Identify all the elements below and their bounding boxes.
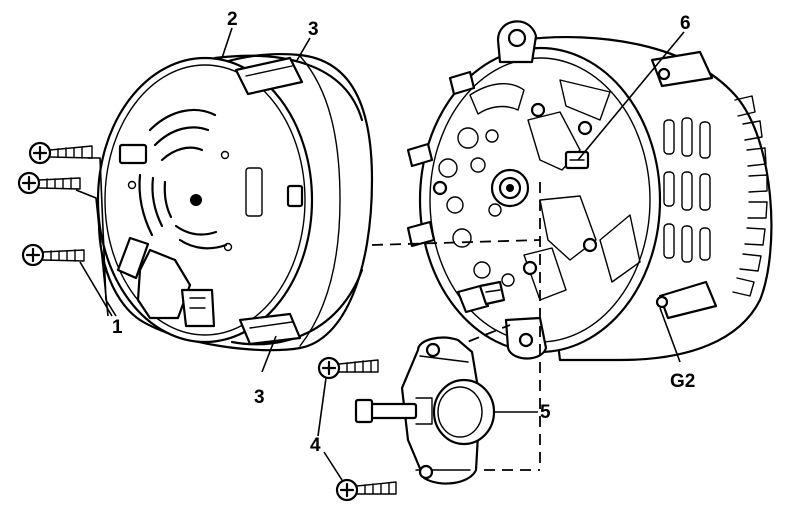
rear-face-openings [438, 79, 641, 287]
cover-clip-side [286, 184, 304, 208]
stator-fins [732, 95, 768, 297]
housing-vents [663, 117, 711, 263]
end-cover [96, 53, 374, 352]
callout-alternator: G2 [670, 371, 696, 392]
callout-cover-clip-bottom: 3 [254, 387, 265, 408]
regulator-screws [317, 356, 397, 502]
cover-clip-top [234, 56, 304, 96]
callout-regulator-screws: 4 [310, 435, 321, 456]
cover-screw-top [28, 141, 93, 165]
alternator-body [371, 20, 773, 471]
cover-vent-slots [138, 108, 228, 250]
diode-plate [564, 150, 590, 170]
cover-clip-bottom [238, 312, 302, 346]
voltage-regulator [354, 336, 538, 485]
callout-cover-screws: 1 [112, 317, 123, 338]
regulator-screw-top [317, 356, 379, 380]
cover-screw-middle [17, 171, 81, 195]
leader-lines [221, 27, 685, 373]
regulator-screw-bottom [335, 478, 397, 502]
callout-cover-clip-top: 3 [308, 19, 319, 40]
callout-diode-plate: 6 [680, 13, 691, 34]
callout-voltage-regulator: 5 [540, 402, 551, 423]
cover-screw-bottom [21, 243, 85, 267]
cover-screws [17, 141, 117, 317]
callout-end-cover: 2 [227, 9, 238, 30]
